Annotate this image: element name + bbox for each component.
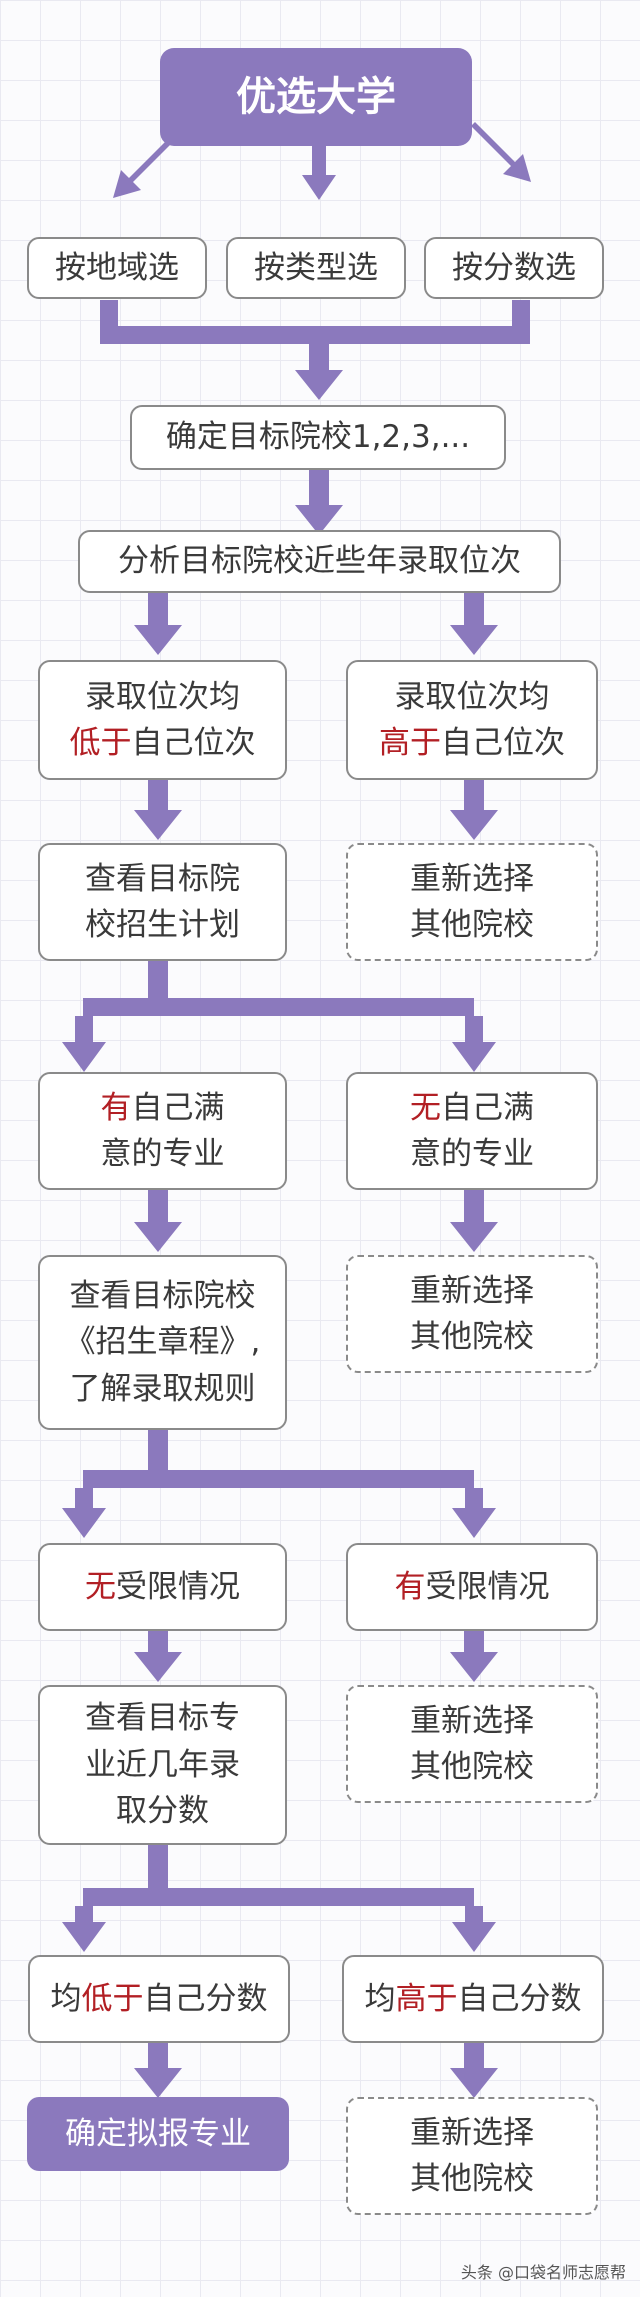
scores-line3: 取分数 (116, 1793, 209, 1830)
score-lower-prefix: 均 (50, 1980, 82, 2017)
no-restriction-box: 无受限情况 (38, 1543, 287, 1631)
reselect-line1: 重新选择 (410, 1702, 534, 1739)
major-yes-line2: 意的专业 (100, 1136, 225, 1172)
watermark: 头条 @口袋名师志愿帮 (460, 2263, 626, 2282)
reselect-box-2: 重新选择 其他院校 (346, 1255, 598, 1373)
final-major-box: 确定拟报专业 (27, 2097, 289, 2171)
rank-lower-box: 录取位次均 低于自己位次 (38, 660, 287, 780)
select-by-type-text: 按类型选 (254, 249, 378, 286)
has-restriction-rest: 受限情况 (425, 1568, 550, 1605)
rank-higher-line1: 录取位次均 (394, 678, 550, 715)
has-restriction-box: 有受限情况 (346, 1543, 598, 1631)
reselect-line2: 其他院校 (410, 1749, 534, 1785)
title-box: 优选大学 (160, 48, 472, 146)
reselect-box-4: 重新选择 其他院校 (346, 2097, 598, 2215)
major-yes-rest: 自己满 (131, 1089, 225, 1126)
score-lower-box: 均低于自己分数 (28, 1955, 290, 2043)
major-no-highlight: 无 (410, 1089, 441, 1126)
no-restriction-highlight: 无 (85, 1568, 116, 1605)
reselect-line2: 其他院校 (410, 907, 534, 943)
confirm-target-text: 确定目标院校1,2,3,... (165, 419, 471, 456)
reselect-box-1: 重新选择 其他院校 (346, 843, 598, 961)
enrollment-plan-box: 查看目标院 校招生计划 (38, 843, 287, 961)
major-no-rest: 自己满 (441, 1089, 534, 1126)
rank-higher-highlight: 高于 (379, 725, 441, 761)
scores-line1: 查看目标专 (85, 1700, 240, 1737)
reselect-line1: 重新选择 (410, 1272, 534, 1309)
score-higher-highlight: 高于 (395, 1980, 458, 2017)
select-by-type-box: 按类型选 (226, 237, 406, 299)
reselect-box-3: 重新选择 其他院校 (346, 1685, 598, 1803)
enrollment-plan-line1: 查看目标院 (85, 860, 240, 897)
rank-higher-box: 录取位次均 高于自己位次 (346, 660, 598, 780)
major-yes-box: 有自己满 意的专业 (38, 1072, 287, 1190)
final-major-text: 确定拟报专业 (65, 2115, 251, 2152)
charter-line1: 查看目标院校 (69, 1277, 256, 1314)
analyze-rank-box: 分析目标院校近些年录取位次 (78, 530, 561, 593)
reselect-line1: 重新选择 (410, 2114, 534, 2151)
major-no-line2: 意的专业 (410, 1136, 534, 1172)
score-higher-box: 均高于自己分数 (342, 1955, 604, 2043)
admission-charter-box: 查看目标院校 《招生章程》, 了解录取规则 (38, 1255, 287, 1430)
reselect-line2: 其他院校 (410, 1319, 534, 1355)
select-by-region-text: 按地域选 (55, 249, 179, 286)
confirm-target-box: 确定目标院校1,2,3,... (130, 405, 506, 470)
rank-lower-line1: 录取位次均 (85, 678, 240, 715)
rank-lower-highlight: 低于 (69, 725, 132, 761)
enrollment-plan-line2: 校招生计划 (85, 907, 240, 943)
has-restriction-highlight: 有 (394, 1568, 426, 1605)
reselect-line2: 其他院校 (410, 2161, 534, 2197)
score-higher-prefix: 均 (364, 1980, 396, 2017)
select-by-score-box: 按分数选 (424, 237, 604, 299)
analyze-rank-text: 分析目标院校近些年录取位次 (118, 543, 521, 580)
title-text: 优选大学 (236, 74, 396, 120)
rank-lower-rest: 自己位次 (131, 725, 256, 761)
major-no-box: 无自己满 意的专业 (346, 1072, 598, 1190)
score-lower-rest: 自己分数 (143, 1980, 268, 2017)
major-yes-highlight: 有 (100, 1089, 132, 1126)
charter-line2: 《招生章程》, (64, 1324, 261, 1361)
charter-line3: 了解录取规则 (69, 1370, 256, 1407)
scores-line2: 业近几年录 (85, 1746, 240, 1783)
score-lower-highlight: 低于 (81, 1980, 144, 2017)
rank-higher-rest: 自己位次 (441, 725, 565, 761)
reselect-line1: 重新选择 (410, 860, 534, 897)
score-higher-rest: 自己分数 (457, 1980, 582, 2017)
select-by-region-box: 按地域选 (27, 237, 207, 299)
major-scores-box: 查看目标专 业近几年录 取分数 (38, 1685, 287, 1845)
no-restriction-rest: 受限情况 (116, 1568, 240, 1605)
select-by-score-text: 按分数选 (452, 249, 576, 286)
